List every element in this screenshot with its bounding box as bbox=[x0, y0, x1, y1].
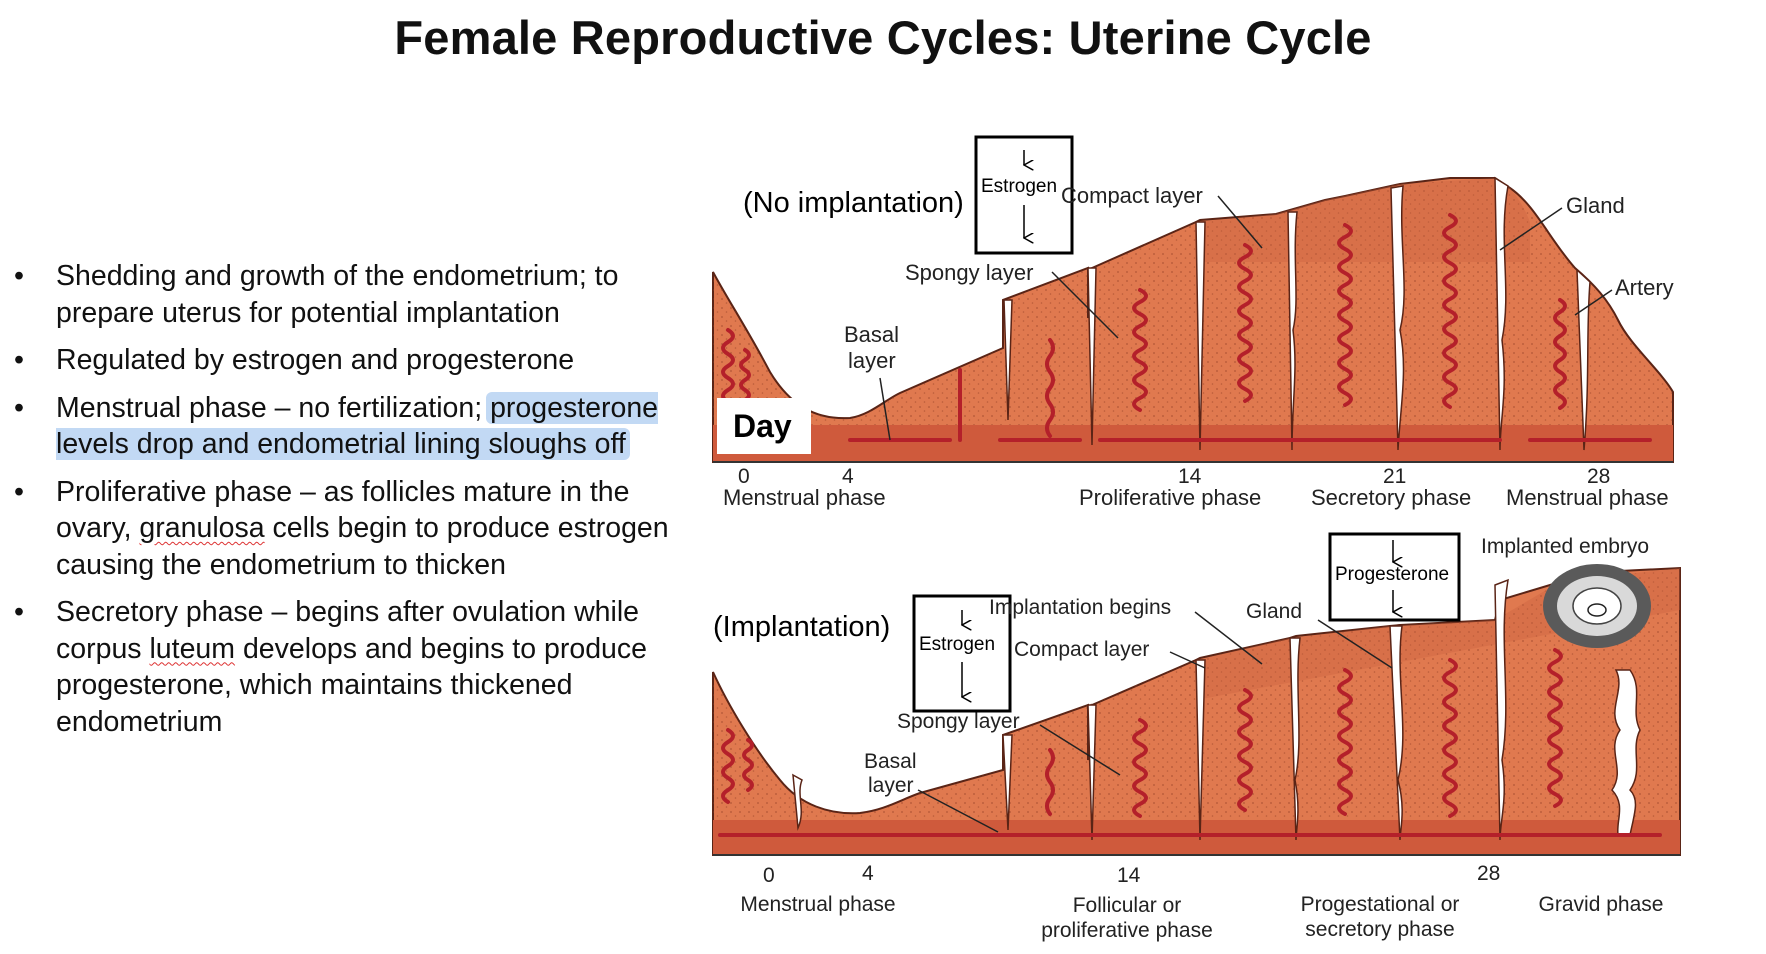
bottom-spongy-label: Spongy layer bbox=[897, 710, 1020, 733]
top-gland-label: Gland bbox=[1566, 193, 1625, 218]
top-day-tick: 21 bbox=[1383, 465, 1406, 488]
bullet-item: • Menstrual phase – no fertilization; pr… bbox=[14, 390, 674, 463]
top-artery-leader bbox=[1574, 289, 1613, 316]
bottom-gland-leader bbox=[1317, 619, 1393, 669]
bullet-text: Menstrual phase – no fertilization; bbox=[56, 391, 483, 424]
bottom-embryo-label: Implanted embryo bbox=[1481, 535, 1649, 558]
bullet-item: • Shedding and growth of the endometrium… bbox=[14, 258, 674, 331]
top-phase-labels: Menstrual phase Proliferative phase Secr… bbox=[723, 485, 1669, 510]
top-basal-layer bbox=[713, 425, 1673, 462]
bullet-text: cells begin to produce estrogen causing … bbox=[56, 512, 669, 581]
bottom-endometrium-diagram: Estrogen Progesterone (Implantation) Imp… bbox=[712, 532, 1681, 942]
bottom-day-tick: 28 bbox=[1477, 862, 1500, 885]
top-day-ticks: 0 4 14 21 28 bbox=[738, 465, 1610, 488]
top-day-label: Day bbox=[733, 408, 792, 444]
bottom-implantation-label: Implantation begins bbox=[989, 596, 1171, 619]
top-case-label: (No implantation) bbox=[743, 187, 964, 219]
bottom-day-tick: 14 bbox=[1117, 864, 1141, 887]
bottom-phase-label: secretory phase bbox=[1305, 918, 1454, 941]
bottom-estrogen-label: Estrogen bbox=[919, 634, 995, 655]
top-basal-label-2: layer bbox=[848, 348, 896, 373]
top-arteries bbox=[721, 213, 1652, 442]
top-endometrium-diagram: Day Estrogen (No implantation) Compact l… bbox=[712, 135, 1674, 510]
top-artery-label: Artery bbox=[1615, 275, 1674, 300]
implanted-embryo bbox=[1543, 564, 1651, 648]
top-phase-label: Menstrual phase bbox=[723, 485, 886, 510]
bottom-phase-labels: Menstrual phase Follicular or proliferat… bbox=[740, 893, 1663, 942]
bottom-day-tick: 4 bbox=[862, 862, 874, 885]
bullet-item: • Secretory phase – begins after ovulati… bbox=[14, 594, 674, 740]
bottom-phase-label: Follicular or bbox=[1073, 894, 1182, 917]
bottom-progesterone-box bbox=[1328, 532, 1461, 622]
top-phase-label: Menstrual phase bbox=[1506, 485, 1669, 510]
bottom-spongy-leader bbox=[1039, 724, 1121, 776]
bottom-basal-label-2: layer bbox=[868, 774, 914, 797]
bottom-implantation-leader bbox=[1194, 611, 1263, 665]
top-basal-leader bbox=[879, 377, 891, 441]
slide-title: Female Reproductive Cycles: Uterine Cycl… bbox=[394, 11, 1372, 64]
bottom-gland-label: Gland bbox=[1246, 600, 1302, 623]
top-compact-leader bbox=[1217, 195, 1263, 249]
spellcheck-word: granulosa bbox=[139, 512, 265, 544]
top-compact-layer-label: Compact layer bbox=[1061, 183, 1203, 208]
top-compact-layer bbox=[1196, 178, 1530, 262]
bottom-day-tick: 0 bbox=[763, 864, 775, 887]
bottom-arteries bbox=[718, 648, 1662, 837]
bullet-text: Proliferative phase – as follicles matur… bbox=[56, 475, 630, 545]
bullet-text: Shedding and growth of the endometrium; … bbox=[56, 260, 619, 329]
bullet-dot: • bbox=[14, 260, 24, 292]
top-gland-leader bbox=[1499, 207, 1563, 251]
top-spongy-layer-label: Spongy layer bbox=[905, 260, 1033, 285]
top-spongy-leader bbox=[1051, 271, 1119, 339]
top-glands bbox=[1003, 176, 1591, 451]
top-day-tick: 14 bbox=[1178, 465, 1202, 488]
top-day-box bbox=[717, 398, 811, 454]
bullet-dot: • bbox=[14, 475, 24, 508]
top-day-tick: 0 bbox=[738, 465, 750, 488]
bullet-text: Regulated by estrogen and progesterone bbox=[56, 344, 575, 376]
bullet-item: • Regulated by estrogen and progesterone bbox=[14, 342, 674, 379]
bullet-dot: • bbox=[14, 596, 24, 628]
bullet-text: Secretory phase – begins after ovulation… bbox=[56, 596, 640, 665]
spellcheck-word: luteum bbox=[149, 632, 236, 665]
bottom-glands bbox=[792, 578, 1641, 841]
top-estrogen-label: Estrogen bbox=[981, 176, 1057, 197]
embryo-core bbox=[1587, 603, 1607, 617]
bottom-phase-label: Menstrual phase bbox=[740, 893, 895, 916]
bottom-basal-label-1: Basal bbox=[864, 750, 917, 773]
bottom-basal-layer bbox=[713, 820, 1680, 855]
top-day-tick: 4 bbox=[842, 465, 854, 488]
bullet-list: • Shedding and growth of the endometrium… bbox=[14, 258, 674, 751]
bullet-item: • Proliferative phase – as follicles mat… bbox=[14, 474, 674, 584]
bottom-phase-label: proliferative phase bbox=[1041, 919, 1213, 942]
bottom-case-label: (Implantation) bbox=[713, 611, 890, 643]
bullet-text: develops and begins to produce progester… bbox=[56, 632, 647, 738]
top-phase-label: Secretory phase bbox=[1311, 485, 1471, 510]
top-basal-label-1: Basal bbox=[844, 322, 899, 347]
top-phase-label: Proliferative phase bbox=[1079, 485, 1261, 510]
bottom-compact-leader bbox=[1169, 651, 1206, 669]
bullet-dot: • bbox=[14, 344, 24, 376]
bottom-progesterone-label: Progesterone bbox=[1335, 564, 1449, 585]
bottom-day-ticks: 0 4 14 28 bbox=[763, 862, 1500, 887]
bullet-dot: • bbox=[14, 391, 24, 424]
bottom-phase-label: Gravid phase bbox=[1539, 893, 1664, 916]
top-day-tick: 28 bbox=[1587, 465, 1610, 488]
bottom-phase-label: Progestational or bbox=[1301, 893, 1460, 916]
bottom-compact-label: Compact layer bbox=[1014, 638, 1149, 661]
top-tissue-texture bbox=[713, 178, 1673, 462]
bottom-basal-leader bbox=[917, 789, 999, 833]
